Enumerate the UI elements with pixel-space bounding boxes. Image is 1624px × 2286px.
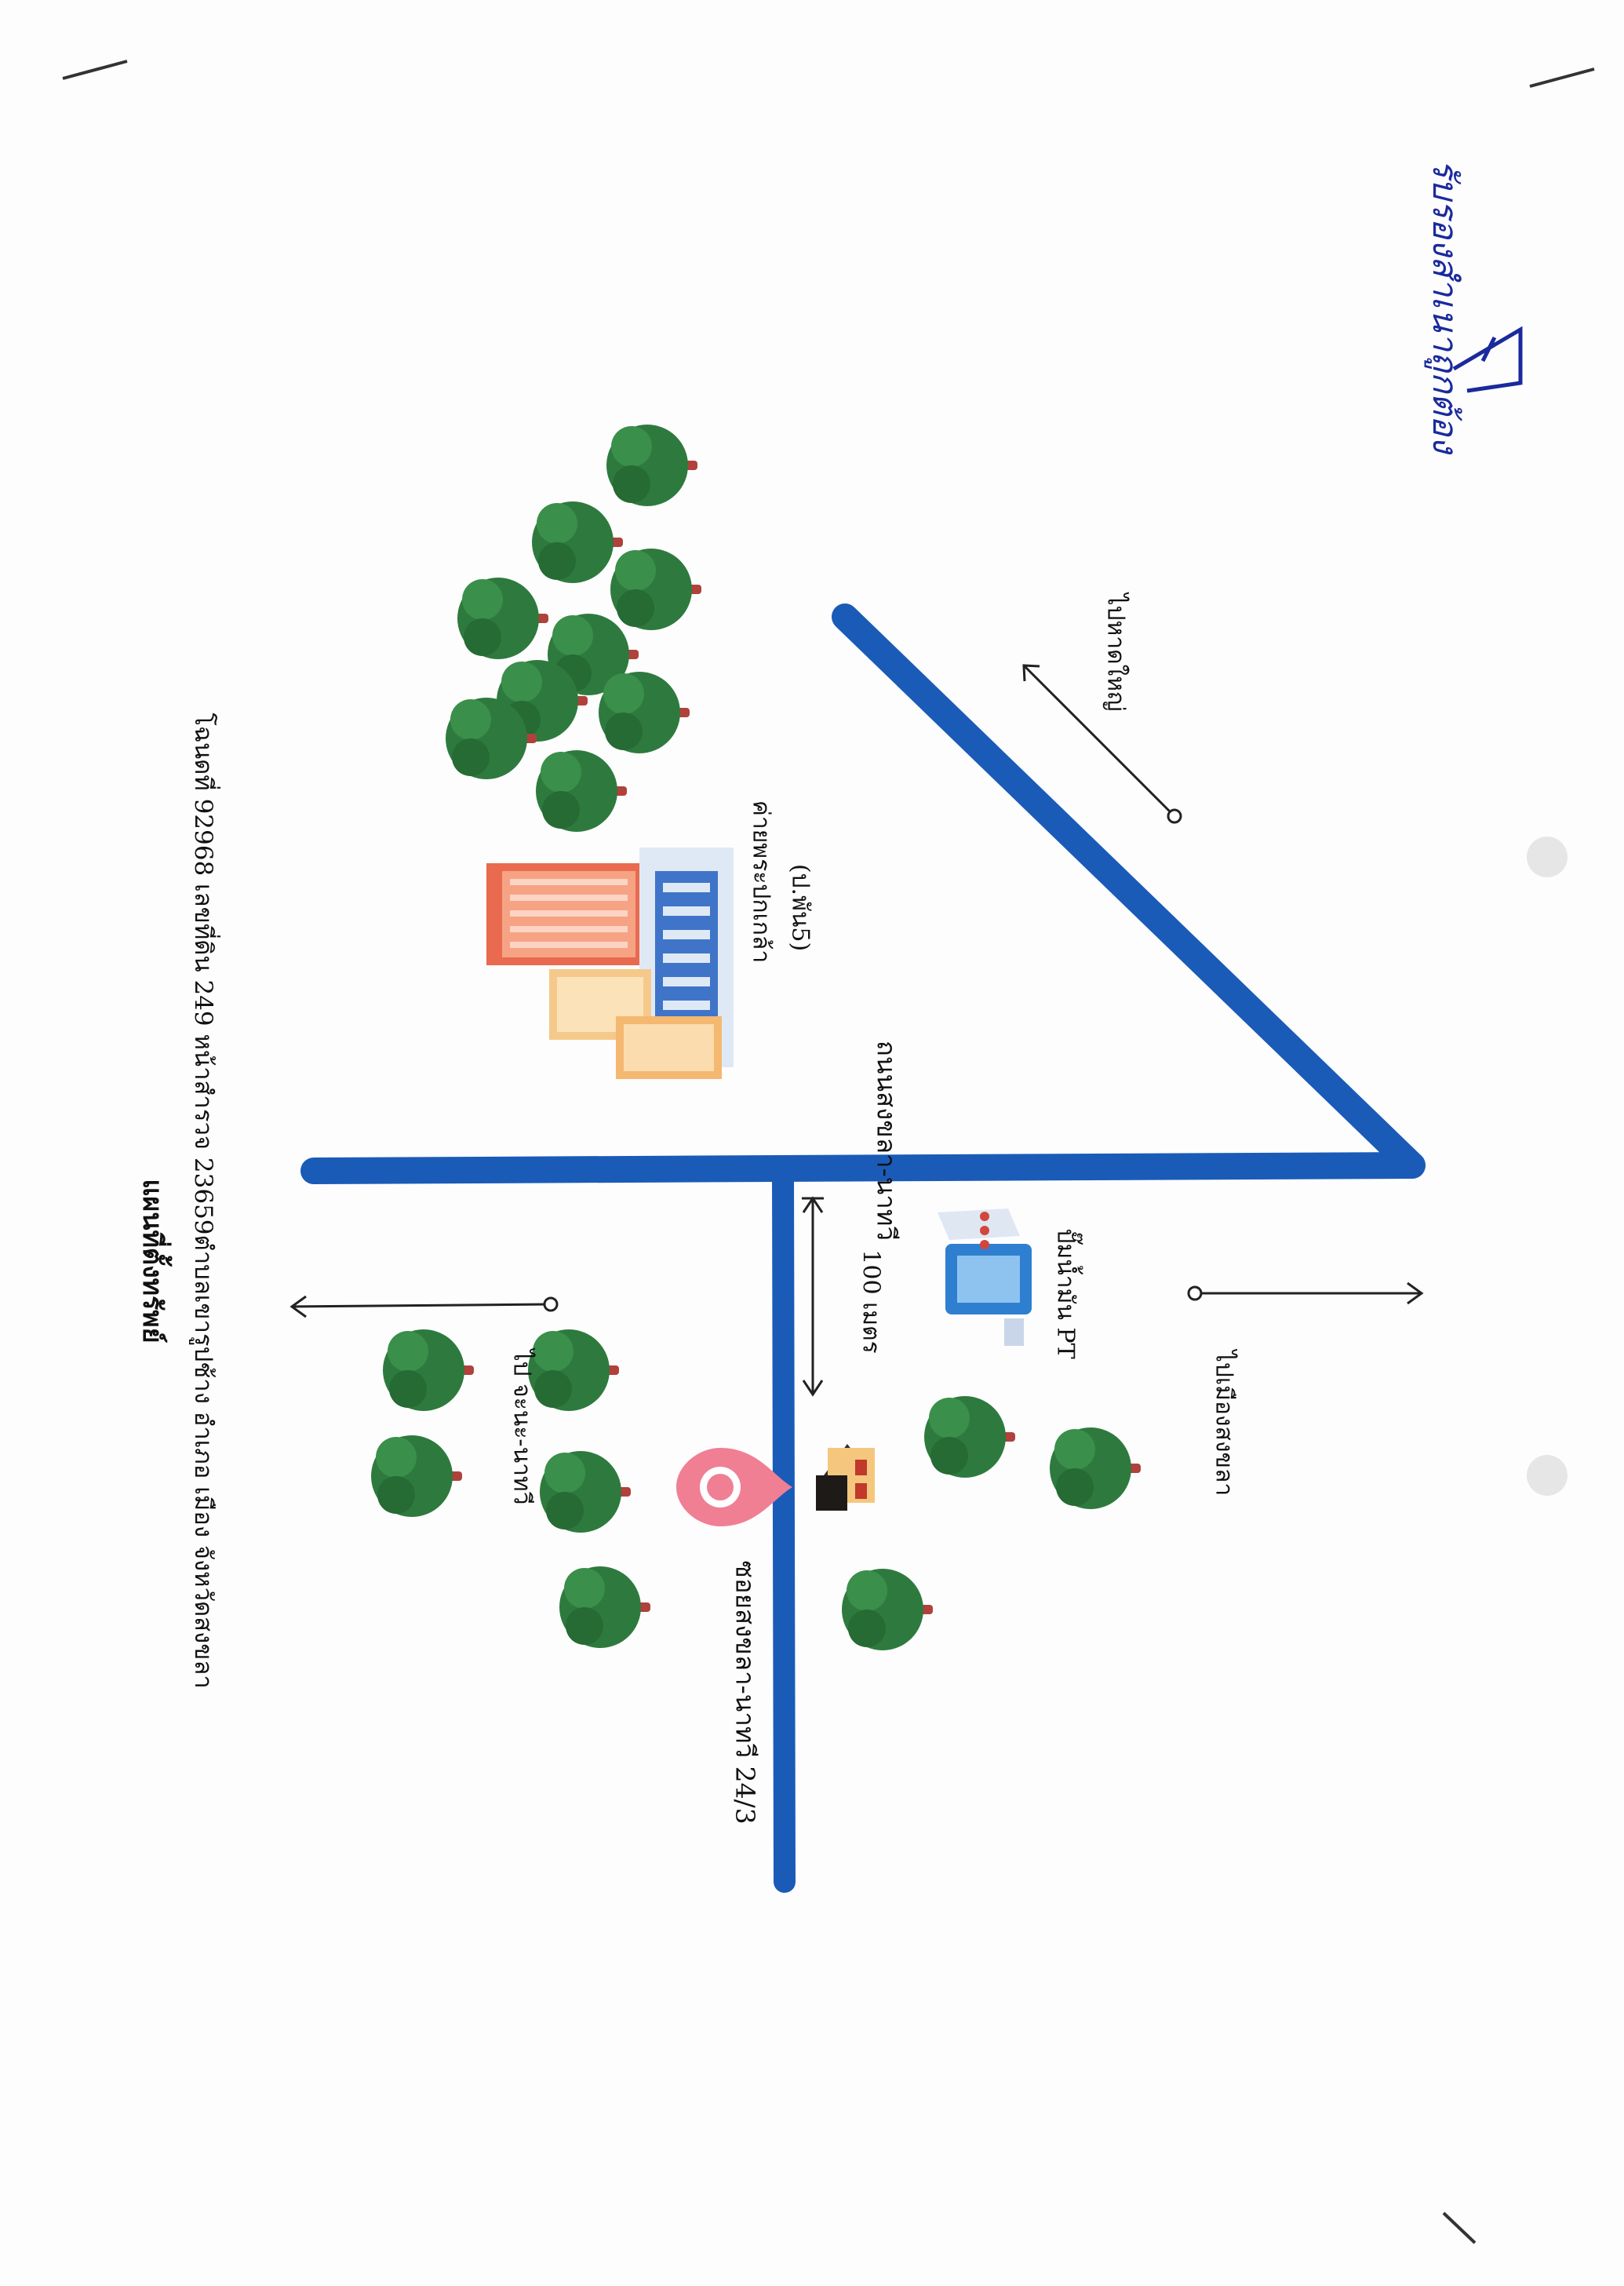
signature-mark: [1452, 326, 1523, 393]
soi-road-line: [772, 1160, 796, 1893]
certification-handwriting: รับรองสำเนาถูกต้อง: [1425, 159, 1465, 454]
map-subtitle: โฉนดที่ 92968 เลขที่ดิน 249 หน้าสำรวจ 23…: [189, 713, 217, 1689]
military-camp-buildings-icon: [486, 848, 734, 1079]
direction-arrow-hatyai: [1022, 664, 1182, 824]
map-title: แผนที่ตั้งทรัพย์: [137, 1179, 168, 1344]
to-hatyai-label: ไปหาดใหญ่: [1101, 593, 1130, 712]
punch-hole: [1527, 837, 1568, 877]
location-pin-icon: [676, 1448, 792, 1526]
direction-arrow-city: [1187, 1282, 1424, 1305]
camp-name-label: ค่ายพระปกเกล้า: [747, 800, 775, 964]
punch-hole: [1527, 1455, 1568, 1496]
direction-arrow-chana: [289, 1295, 559, 1318]
tree-cluster-northeast: [446, 425, 701, 832]
camp-unit-label: (ป.พัน5): [786, 863, 814, 952]
distance-label: 100 เมตร: [857, 1249, 885, 1354]
soi-road-label: ซอยสงขลา-นาทวี 24/3: [730, 1560, 761, 1825]
gas-station-icon: [938, 1209, 1032, 1346]
tree-cluster-south: [842, 1396, 1141, 1650]
house-icon: [816, 1444, 875, 1511]
distance-dimension: [802, 1196, 824, 1397]
gas-station-label: ปั๊มน้ำมัน PT: [1051, 1228, 1080, 1359]
main-road-label: ถนนสงขลา-นาทวี: [871, 1040, 902, 1241]
main-road-line: [300, 1152, 1426, 1184]
hatyai-road-line: [832, 603, 1426, 1179]
to-chana-label: ไป จะนะ-นาทวี: [508, 1349, 536, 1505]
to-city-label: ไปเมืองสงขลา: [1210, 1350, 1238, 1497]
